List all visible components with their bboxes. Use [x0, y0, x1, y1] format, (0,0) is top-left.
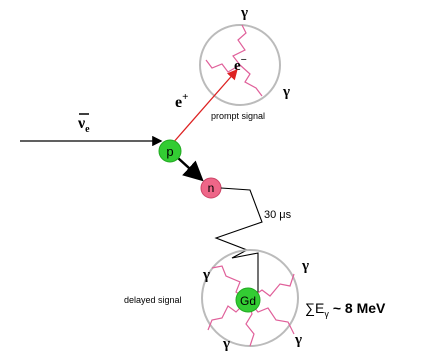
positron-symbol: e: [175, 94, 182, 111]
gamma-label-delayed-ur: γ: [301, 258, 309, 274]
neutron-emission-arrow: [178, 158, 200, 178]
antineutrino-label: νe: [77, 115, 90, 135]
prompt-signal-group: e− γ γ prompt signal: [200, 5, 290, 121]
electron-charge: −: [241, 54, 247, 66]
energy-sum-label: ∑Eγ ~ 8 MeV: [305, 300, 386, 319]
gamma-label-prompt-right: γ: [282, 84, 290, 100]
delayed-signal-label: delayed signal: [124, 295, 182, 305]
gamma-label-delayed-br: γ: [294, 332, 302, 348]
gamma-label-prompt-top: γ: [240, 5, 248, 21]
energy-sum-value: ~ 8 MeV: [333, 300, 386, 316]
prompt-signal-label: prompt signal: [211, 111, 265, 121]
positron-charge: +: [182, 91, 188, 103]
proton-label: p: [166, 144, 173, 159]
prompt-gamma-track-bottom: [240, 65, 262, 96]
neutron: n: [201, 178, 221, 198]
gamma-label-delayed-bl: γ: [222, 336, 230, 352]
positron-label: e+: [175, 91, 188, 111]
capture-time-label: 30 μs: [264, 209, 292, 221]
proton: p: [159, 140, 181, 162]
neutron-label: n: [208, 181, 215, 195]
delayed-signal-group: Gd γ γ γ γ: [202, 250, 309, 352]
antineutrino-symbol: ν: [77, 115, 85, 132]
antineutrino-subscript: e: [85, 124, 90, 135]
gamma-label-delayed-ul: γ: [202, 267, 210, 283]
energy-sum-subscript: γ: [324, 309, 329, 319]
energy-sum-symbol: ∑E: [305, 300, 324, 316]
gd-label: Gd: [240, 294, 256, 308]
